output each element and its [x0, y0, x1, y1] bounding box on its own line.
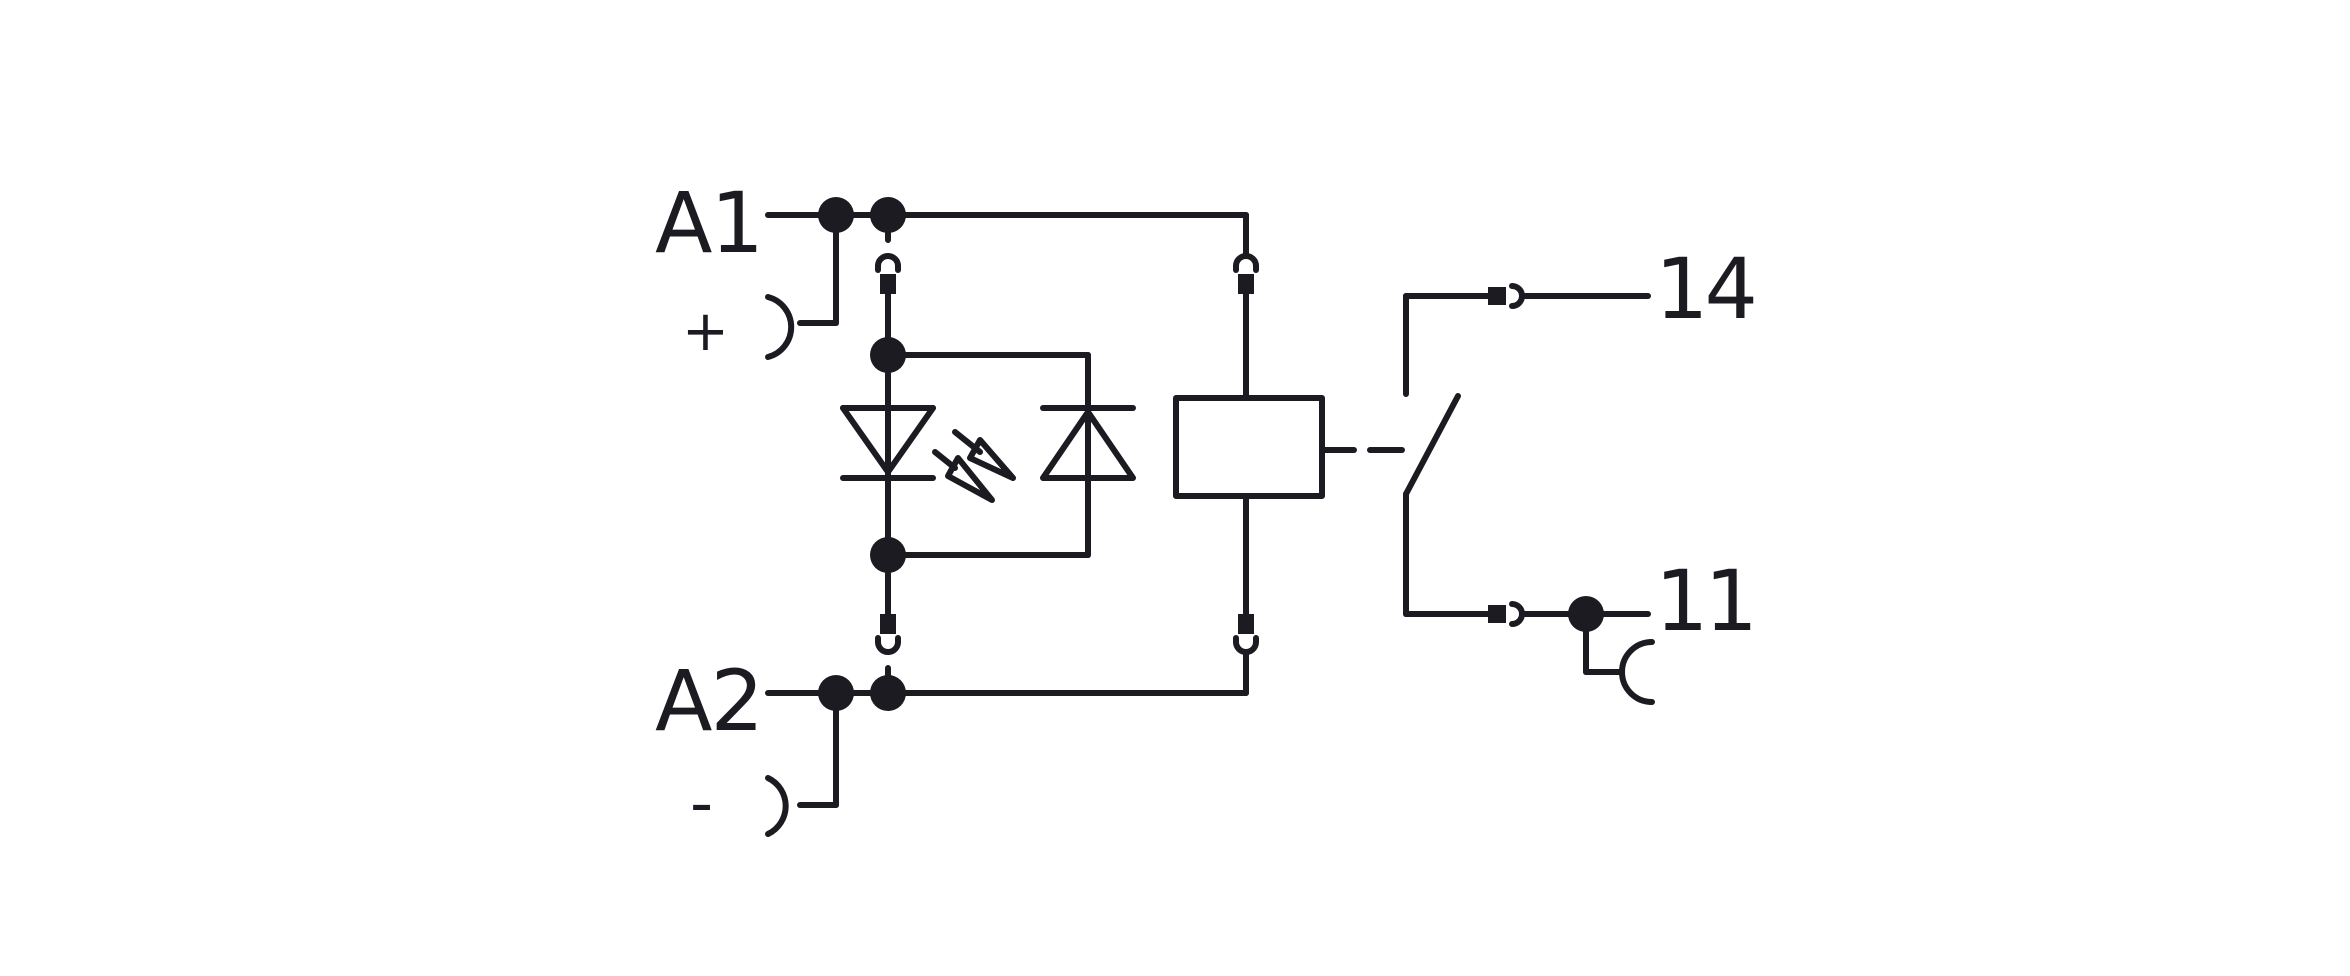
top-rail: [765, 197, 1249, 258]
led-icon: [840, 352, 1016, 558]
plug-connector-bottom-left: [875, 552, 901, 696]
plus-socket: [765, 212, 839, 360]
label-terminal-11: 11: [1655, 552, 1754, 650]
relay-coil-branch: [1173, 253, 1405, 655]
diode-icon: [885, 352, 1136, 558]
label-terminal-14: 14: [1655, 240, 1754, 338]
minus-socket: [765, 690, 839, 837]
label-a2: A2: [655, 652, 762, 750]
label-a1: A1: [655, 174, 762, 272]
relay-coil-icon: [1173, 395, 1325, 499]
bottom-rail: [765, 652, 1249, 711]
label-minus: -: [690, 767, 713, 841]
label-plus: +: [682, 299, 729, 364]
plug-connector-top-left: [875, 212, 901, 358]
normally-open-contact-icon: [1403, 283, 1655, 705]
led-indicator-branch: [840, 337, 1136, 573]
